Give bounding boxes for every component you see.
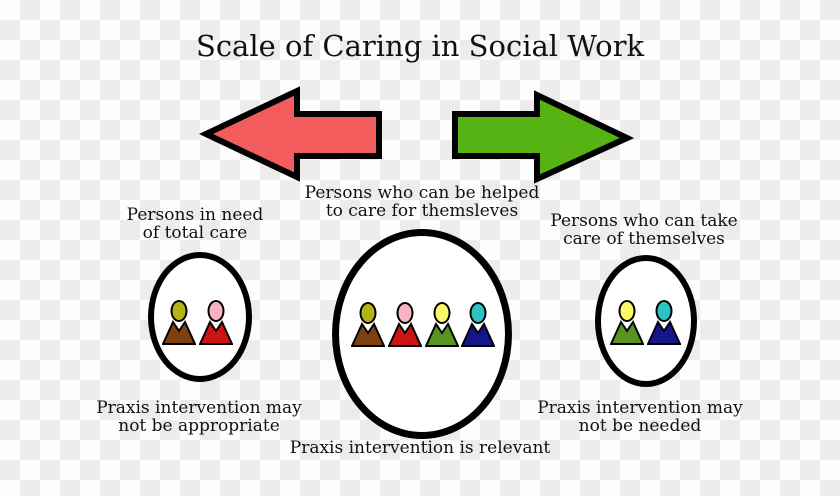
left-arrow-icon (198, 86, 382, 182)
person-head (618, 300, 636, 322)
group-circle-self-care (595, 255, 697, 387)
label-line: not be appropriate (118, 416, 280, 436)
person-head (396, 302, 414, 324)
diagram-title: Scale of Caring in Social Work (195, 29, 645, 63)
group-circle-total-care (148, 252, 252, 382)
person-icon (610, 300, 644, 346)
label-line: care of themselves (563, 229, 725, 249)
person-icon (388, 302, 422, 348)
person-head (433, 302, 451, 324)
label-line: of total care (142, 223, 248, 243)
person-body (647, 319, 681, 345)
person-head (469, 302, 487, 324)
label-line: Praxis intervention may (96, 398, 302, 418)
person-body (425, 321, 459, 347)
group-helped-bottom-label: Praxis intervention is relevant (290, 439, 551, 457)
person-icon (199, 300, 233, 346)
label-line: Praxis intervention is relevant (289, 438, 551, 458)
person-head (359, 302, 377, 324)
person-body (199, 319, 233, 345)
person-body (610, 319, 644, 345)
person-icon (425, 302, 459, 348)
person-icon (647, 300, 681, 346)
label-line: Persons who can take (550, 211, 738, 231)
right-arrow-icon (452, 90, 635, 184)
group-total-care-bottom-label: Praxis intervention may not be appropria… (96, 399, 302, 435)
label-line: Persons who can be helped (304, 183, 540, 203)
group-helped-top-label: Persons who can be helped to care for th… (305, 184, 540, 220)
person-head (170, 300, 188, 322)
person-icon (461, 302, 495, 348)
person-head (207, 300, 225, 322)
person-body (388, 321, 422, 347)
person-body (461, 321, 495, 347)
group-total-care-top-label: Persons in need of total care (127, 206, 264, 242)
person-icon (162, 300, 196, 346)
label-line: not be needed (578, 416, 702, 436)
person-head (655, 300, 673, 322)
label-line: to care for themsleves (325, 201, 519, 221)
person-body (162, 319, 196, 345)
person-body (351, 321, 385, 347)
group-self-care-bottom-label: Praxis intervention may not be needed (537, 399, 743, 435)
person-icon (351, 302, 385, 348)
label-line: Praxis intervention may (537, 398, 743, 418)
label-line: Persons in need (126, 205, 264, 225)
group-self-care-top-label: Persons who can take care of themselves (550, 212, 737, 248)
